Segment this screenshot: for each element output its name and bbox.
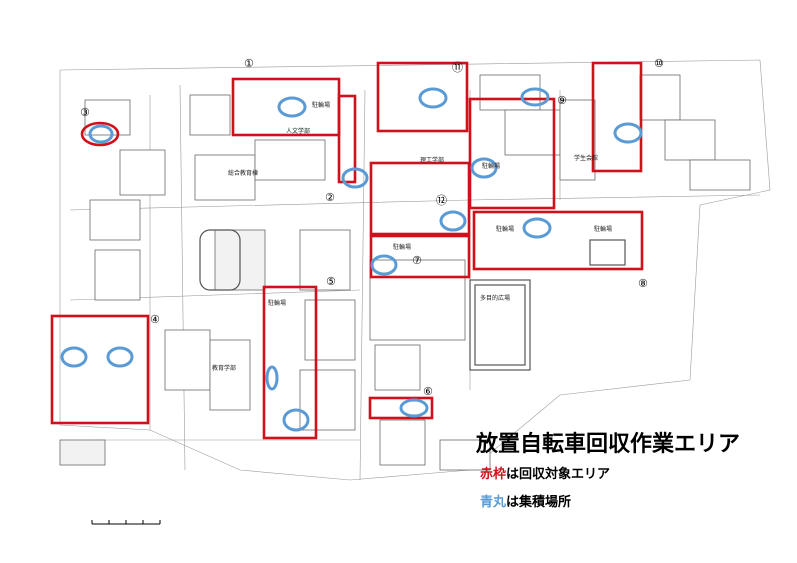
sports-fields [199,229,626,371]
area-number-4: ④ [150,313,160,326]
area-number-2: ② [325,191,335,204]
spot-3 [88,124,114,144]
label-bike-6: 駐輪場 [482,162,500,170]
label-gakusei: 学生会館 [574,154,598,162]
area-7 [369,234,471,279]
label-sougou: 総合教育棟 [228,169,258,177]
label-plaza: 多目的広場 [480,294,510,302]
spot-7 [370,254,398,276]
label-humanities: 人文学部 [286,127,310,135]
spot-5b [282,408,310,432]
area-12 [369,161,471,236]
spot-11 [418,87,448,109]
area-number-8: ⑧ [638,277,648,290]
area-9 [468,97,556,210]
legend-blue-key: 青丸 [480,495,507,510]
spot-2 [341,167,369,189]
collection-areas [50,61,644,440]
spot-6 [399,398,429,418]
spot-4b [106,346,134,368]
label-bike-5: 駐輪場 [268,299,286,307]
spot-9 [520,87,550,107]
spot-12 [439,210,467,232]
scale-bar [91,520,161,525]
area-8 [472,210,644,271]
area-11 [376,61,469,133]
area-number-1: ① [244,57,254,70]
spot-8 [522,217,552,239]
area-4 [50,314,150,425]
area-3 [80,121,120,147]
label-bike-1: 駐輪場 [312,101,330,109]
spot-1 [277,96,307,118]
area-number-7: ⑦ [412,254,422,267]
legend-red-frame: 赤枠は回収対象エリア [480,463,610,482]
area-2 [337,94,357,184]
collection-spots [60,87,643,432]
spot-4a [60,346,88,368]
area-5 [262,285,318,440]
spot-10 [613,122,643,144]
label-science: 理工学部 [420,156,444,164]
area-number-5: ⑤ [326,275,336,288]
area-number-labels: ① ② ③ ④ ⑤ ⑥ ⑦ ⑧ ⑨ ⑩ ⑪ ⑫ [80,57,664,398]
campus-buildings [59,74,751,471]
label-education: 教育学部 [212,364,236,372]
legend-red-key: 赤枠 [480,467,507,482]
legend-title: 放置自転車回収作業エリア [476,432,741,457]
area-number-6: ⑥ [423,385,433,398]
area-number-11: ⑪ [452,61,463,74]
legend-blue-text: は集積場所 [506,495,572,510]
label-bike-2: 駐輪場 [393,243,411,251]
area-number-9: ⑨ [557,94,567,107]
area-6 [368,396,434,420]
label-bike-3: 駐輪場 [496,225,514,233]
area-number-3: ③ [80,106,90,119]
legend-red-text: は回収対象エリア [506,467,611,482]
spot-5a [265,365,279,391]
legend-blue-circle: 青丸は集積場所 [480,491,571,510]
building-labels: 人文学部 総合教育棟 理工学部 教育学部 多目的広場 駐輪場 駐輪場 駐輪場 駐… [212,101,612,372]
area-10 [591,61,643,173]
area-number-10: ⑩ [654,57,664,70]
label-bike-4: 駐輪場 [594,225,612,233]
spot-9b [470,157,498,179]
area-number-12: ⑫ [436,194,447,207]
